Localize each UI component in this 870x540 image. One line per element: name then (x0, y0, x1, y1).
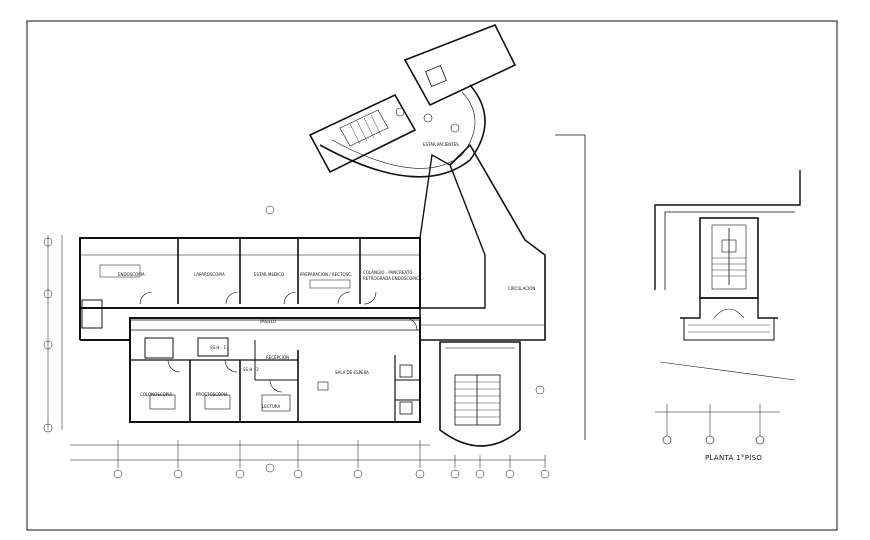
room-label-pasillo: PASILLO (260, 319, 276, 324)
sheet-frame (26, 20, 838, 531)
room-label-sala-espera: SALA DE ESPERA (335, 370, 369, 375)
circulation-wing (308, 23, 586, 440)
lower-stair (439, 341, 521, 447)
main-building (79, 237, 421, 423)
grid-axes (43, 205, 550, 479)
room-label-recepcion: RECEPCION (266, 355, 289, 360)
room-label-ssh-1: SS.H - 1 (210, 345, 226, 350)
room-label-estar-medico: ESTAR MEDICO (254, 272, 284, 277)
detail-plan (654, 170, 801, 445)
room-label-proctoscopia: PROCTOSCOPIA (196, 392, 228, 397)
room-label-circulacion: CIRCULACION (508, 286, 535, 291)
room-label-colangio-line1: COLANGIO - PANCREATO (363, 270, 412, 275)
room-label-endoscopia: ENDOSCOPIA (118, 272, 145, 277)
room-label-colonoscopia: COLONOSCOPIA (140, 392, 172, 397)
room-label-ssh-2: SS.H - 2 (243, 367, 259, 372)
room-label-lectura: LECTURA (262, 404, 281, 409)
room-label-estar-pacientes: ESTAR PACIENTES (423, 142, 459, 147)
sheet-title: PLANTA 1°PISO (705, 454, 762, 462)
room-label-colangio-line2: RETROGRADA ENDOSCOPICA (363, 276, 422, 281)
room-label-preparacion: PREPARACION / RECTOSC. (300, 272, 352, 277)
room-label-laparoscopia: LAPAROSCOPIA (194, 272, 225, 277)
